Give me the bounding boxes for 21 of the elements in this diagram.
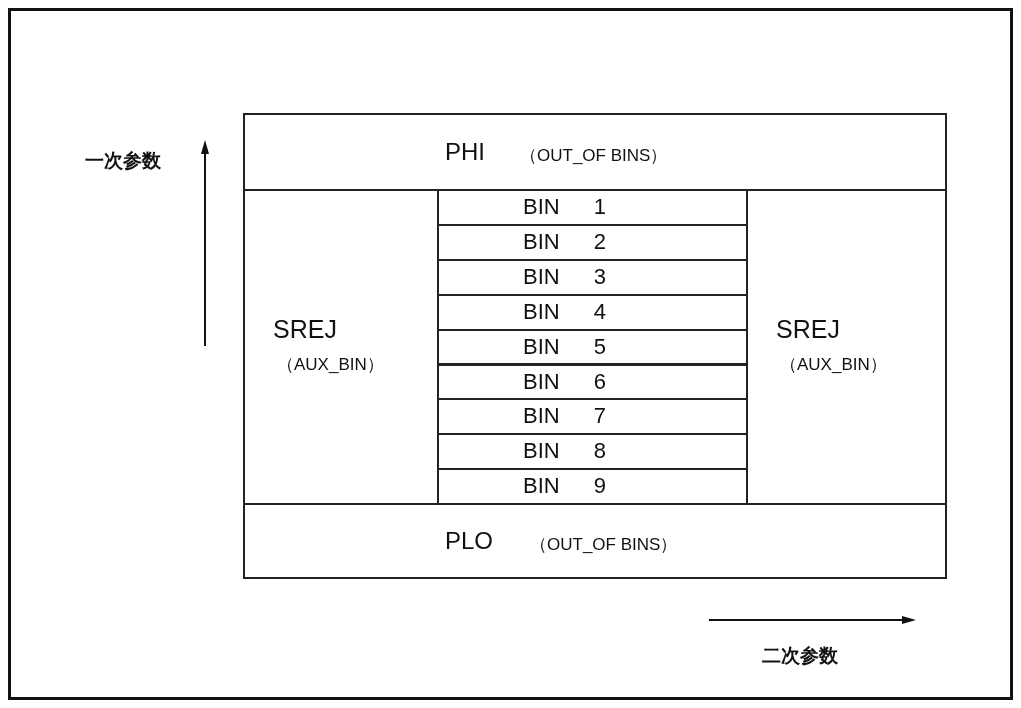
side-title: SREJ <box>273 315 337 344</box>
side-note: （AUX_BIN） <box>780 354 887 376</box>
bin-label: BIN 2 <box>523 228 607 255</box>
band-note: （OUT_OF BINS） <box>530 534 678 556</box>
band-box <box>243 503 947 579</box>
side-note: （AUX_BIN） <box>277 354 384 376</box>
bin-label: BIN 7 <box>523 403 607 430</box>
side-title: SREJ <box>776 315 840 344</box>
band-note: （OUT_OF BINS） <box>520 145 668 167</box>
bin-label: BIN 4 <box>523 298 607 325</box>
axis-label: 二次参数 <box>762 643 838 668</box>
axis-label: 一次参数 <box>85 148 161 173</box>
band-title: PLO <box>445 527 494 555</box>
bin-label: BIN 3 <box>523 263 607 290</box>
band-title: PHI <box>445 138 485 166</box>
bin-label: BIN 8 <box>523 438 607 465</box>
bin-label: BIN 6 <box>523 368 607 395</box>
bin-label: BIN 5 <box>523 333 607 360</box>
band-box <box>243 113 947 191</box>
bin-label: BIN 1 <box>523 194 607 220</box>
bin-label: BIN 9 <box>523 473 607 500</box>
